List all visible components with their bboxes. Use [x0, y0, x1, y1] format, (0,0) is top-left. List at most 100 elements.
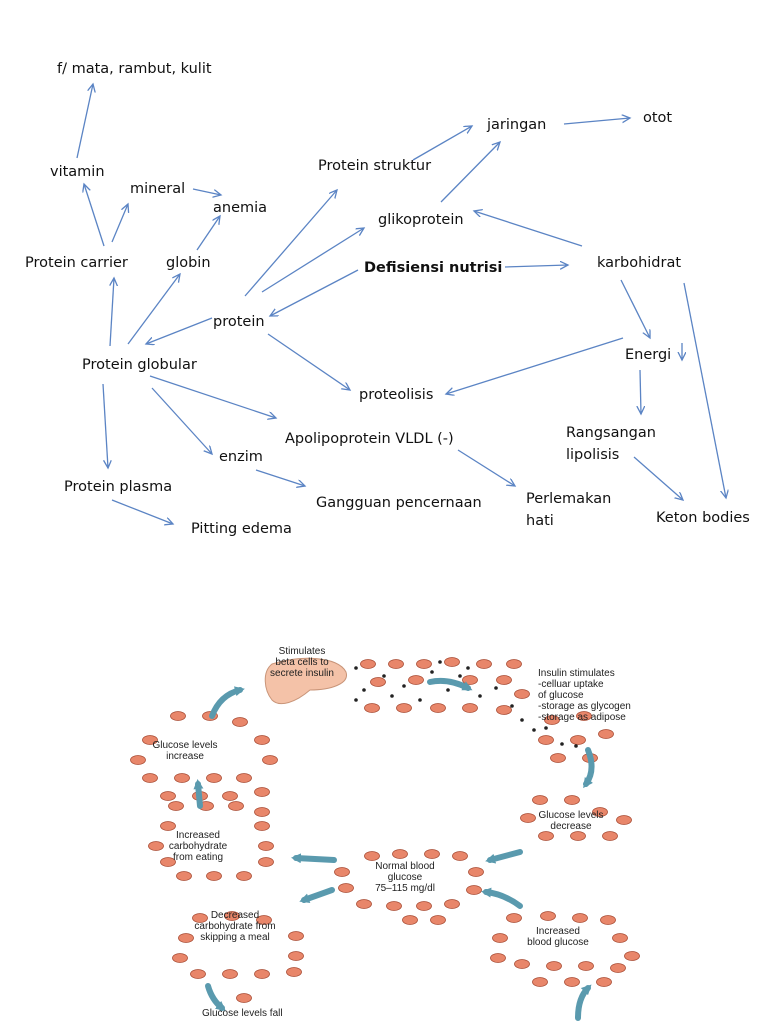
arrow-skip-down: [205, 983, 226, 1012]
arrow-eating-up: [193, 779, 204, 809]
blood-cell: [160, 857, 176, 867]
blood-cell: [364, 851, 380, 861]
insulin-dot: [438, 660, 442, 664]
blood-cell: [392, 849, 408, 859]
arrow-glikoprotein-to-jaringan: [440, 142, 500, 203]
arrow-defisiensi-to-karbohidrat: [504, 265, 568, 267]
node-globin: globin: [166, 255, 211, 271]
blood-cell: [256, 915, 272, 925]
blood-cell: [496, 705, 512, 715]
node-protein-struktur: Protein struktur: [318, 158, 432, 174]
blood-cell: [232, 717, 248, 727]
blood-cell: [178, 933, 194, 943]
arrow-mineral-to-anemia: [192, 188, 221, 195]
label-insulin-stimulates: Insulin stimulates -celluar uptake of gl…: [538, 668, 631, 723]
node-karbohidrat: karbohidrat: [597, 255, 682, 271]
blood-cell: [334, 867, 350, 877]
arrow-vitamin-to-f-mata: [76, 84, 93, 159]
blood-cell: [224, 911, 240, 921]
node-proteolisis: proteolisis: [359, 387, 434, 403]
insulin-dot: [544, 726, 548, 730]
arrow-protein-carrier-to-vitamin: [84, 184, 105, 247]
blood-cell: [564, 977, 580, 987]
blood-cell: [172, 953, 188, 963]
node-otot: otot: [643, 110, 673, 126]
blood-cell: [356, 899, 372, 909]
blood-cell: [338, 883, 354, 893]
blood-cell: [408, 675, 424, 685]
blood-cell: [506, 659, 522, 669]
blood-cell: [288, 931, 304, 941]
arrow-protein-globular-to-enzim: [151, 387, 212, 454]
blood-cell: [396, 703, 412, 713]
label-glucose-levels-fall: Glucose levels fall: [202, 1008, 283, 1019]
blood-cell: [236, 773, 252, 783]
node-protein-carrier: Protein carrier: [25, 255, 128, 271]
label-stimulates: Stimulates beta cells to secrete insulin: [270, 646, 334, 679]
insulin-dot: [494, 686, 498, 690]
blood-cell: [262, 755, 278, 765]
blood-cell: [386, 901, 402, 911]
blood-cell: [444, 657, 460, 667]
node-f-mata: f/ mata, rambut, kulit: [57, 61, 212, 77]
blood-cell: [592, 807, 608, 817]
blood-cell: [490, 953, 506, 963]
arrow-energi-to-rangsangan: [640, 369, 641, 414]
insulin-dot: [478, 694, 482, 698]
blood-cell: [416, 659, 432, 669]
arrow-enzim-to-gangguan: [255, 469, 305, 486]
blood-cell: [258, 857, 274, 867]
arrow-decrease-to-normal: [485, 849, 523, 864]
glucose-cycle-drawing: [130, 657, 640, 1021]
blood-cell: [364, 703, 380, 713]
arrow-protein-plasma-to-pitting: [111, 499, 173, 524]
concept-map: f/ mata, rambut, kulit vitamin mineral a…: [25, 0, 768, 560]
node-enzim: enzim: [219, 449, 263, 465]
arrow-protein-globular-to-apolipoprotein: [149, 375, 276, 418]
blood-cell: [538, 831, 554, 841]
label-decreased-carbohydrate: Decreased carbohydrate from skipping a m…: [194, 910, 276, 943]
node-gangguan-pencernaan: Gangguan pencernaan: [316, 495, 482, 511]
node-vitamin: vitamin: [50, 164, 105, 180]
insulin-dot: [362, 688, 366, 692]
blood-cell: [514, 689, 530, 699]
blood-cell: [176, 871, 192, 881]
blood-cell: [160, 791, 176, 801]
insulin-dot: [354, 698, 358, 702]
blood-cell: [544, 715, 560, 725]
node-protein-globular: Protein globular: [82, 357, 197, 373]
arrow-jaringan-to-otot: [563, 118, 630, 125]
insulin-dot: [418, 698, 422, 702]
blood-cell: [254, 821, 270, 831]
arrow-protein-globular-to-protein-plasma: [102, 383, 108, 468]
blood-cell: [468, 867, 484, 877]
node-anemia: anemia: [213, 200, 268, 216]
blood-cell: [430, 915, 446, 925]
blood-cell: [610, 963, 626, 973]
blood-cell: [598, 729, 614, 739]
blood-cell: [596, 977, 612, 987]
arrow-protein-to-protein-globular: [146, 317, 213, 344]
blood-cell: [506, 913, 522, 923]
blood-cell: [236, 993, 252, 1003]
arrow-globin-to-anemia: [196, 216, 220, 251]
node-mineral: mineral: [130, 181, 186, 197]
blood-cell: [550, 753, 566, 763]
blood-cell: [624, 951, 640, 961]
blood-cell: [402, 915, 418, 925]
blood-cell: [192, 913, 208, 923]
insulin-dots: [354, 660, 578, 748]
arrow-increased-to-normal: [481, 887, 523, 909]
blood-cell: [142, 735, 158, 745]
node-apolipoprotein: Apolipoprotein VLDL (-): [285, 431, 454, 447]
blood-cell: [612, 933, 628, 943]
node-energi: Energi: [625, 347, 672, 363]
arrow-protein-globular-to-protein-carrier: [109, 278, 114, 347]
blood-cell: [148, 841, 164, 851]
blood-cell: [222, 791, 238, 801]
blood-cell: [286, 967, 302, 977]
node-glikoprotein: glikoprotein: [378, 212, 464, 228]
arrow-apolipoprotein-to-perlemakan: [457, 449, 515, 486]
arrow-rangsangan-to-keton: [633, 456, 683, 500]
concept-map-arrows: [76, 0, 768, 560]
